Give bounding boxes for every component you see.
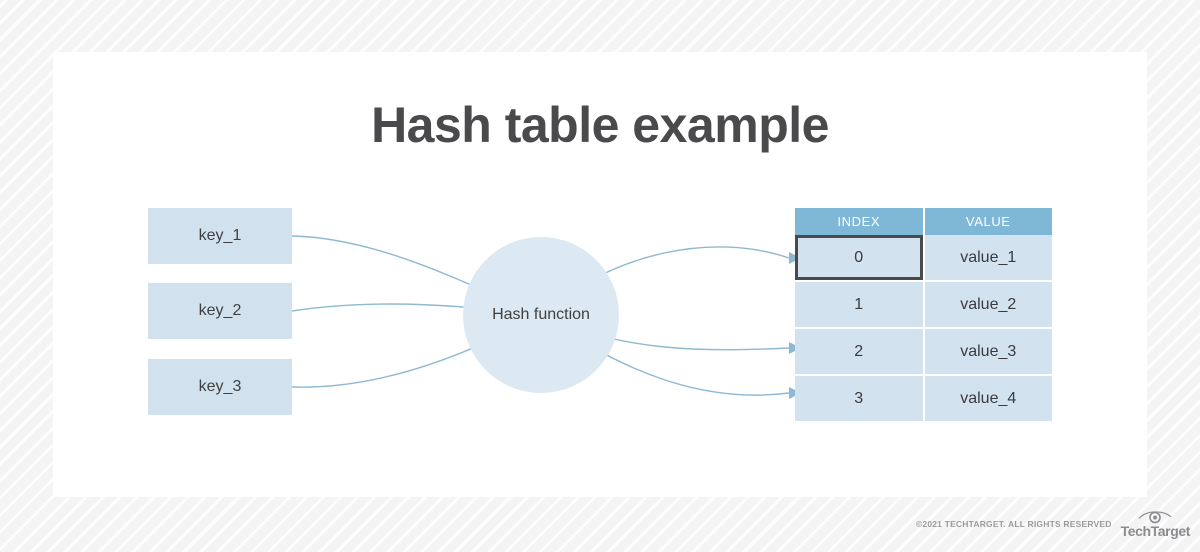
- table-row: 0 value_1: [795, 235, 1052, 282]
- table-row: 3 value_4: [795, 375, 1052, 421]
- key-box-3: key_3: [148, 359, 292, 415]
- key-label: key_3: [198, 378, 242, 395]
- copyright-text: ©2021 TECHTARGET. ALL RIGHTS RESERVED: [915, 518, 1112, 529]
- cell-value: value_4: [923, 375, 1052, 421]
- hash-table: INDEX VALUE 0 value_1 1 value_2 2 value_…: [795, 208, 1052, 421]
- key-box-2: key_2: [148, 283, 292, 339]
- hash-function-node: Hash function: [463, 237, 619, 393]
- techtarget-wordmark: TechTarget: [1120, 523, 1191, 539]
- key-label: key_1: [198, 227, 242, 244]
- key-box-1: key_1: [148, 208, 292, 264]
- cell-index: 0: [795, 235, 925, 282]
- hash-function-label: Hash function: [492, 306, 590, 323]
- cell-index: 2: [795, 328, 925, 376]
- table-header-row: INDEX VALUE: [795, 208, 1052, 235]
- page-title: Hash table example: [371, 97, 829, 153]
- table-row: 2 value_3: [795, 328, 1052, 376]
- cell-index: 1: [795, 281, 925, 329]
- cell-index: 3: [795, 375, 925, 421]
- column-header-value: VALUE: [923, 208, 1052, 235]
- techtarget-logo: TechTarget: [1121, 509, 1190, 538]
- footer: ©2021 TECHTARGET. ALL RIGHTS RESERVED Te…: [916, 509, 1190, 538]
- eye-icon: [1138, 511, 1172, 524]
- slide-card: Hash table example: [53, 52, 1147, 497]
- key-label: key_2: [198, 302, 242, 319]
- cell-value: value_1: [923, 235, 1052, 282]
- column-header-index: INDEX: [795, 208, 925, 235]
- cell-value: value_3: [923, 328, 1052, 376]
- table-row: 1 value_2: [795, 281, 1052, 329]
- cell-value: value_2: [923, 281, 1052, 329]
